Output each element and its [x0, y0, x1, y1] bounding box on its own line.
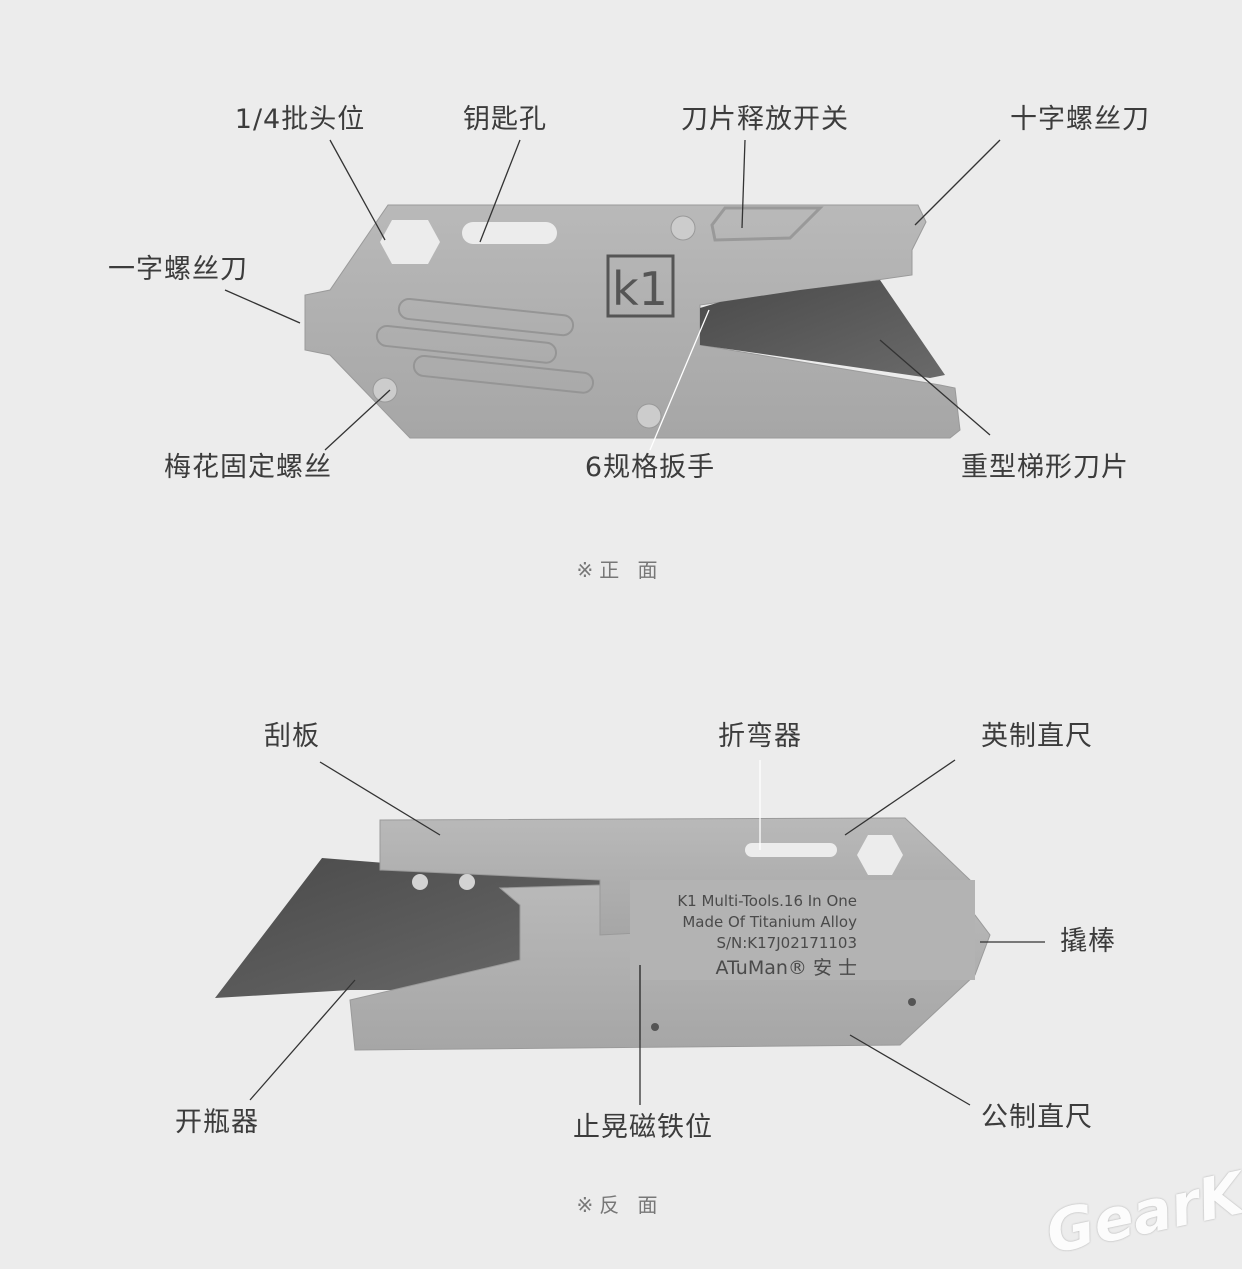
hex-bit-slot — [380, 220, 440, 264]
label-torx-screw: 梅花固定螺丝 — [164, 452, 332, 483]
label-metric-ruler: 公制直尺 — [981, 1102, 1093, 1133]
label-phillips: 十字螺丝刀 — [1010, 104, 1150, 135]
key-hole — [462, 222, 557, 244]
grip-grooves — [375, 297, 595, 394]
front-caption: ※正 面 — [576, 558, 664, 582]
torx-screw-icon — [636, 403, 662, 429]
back-blade — [215, 858, 600, 998]
engraving-serial: S/N:K17J02171103 — [716, 934, 857, 952]
inch-ruler-hex — [857, 835, 903, 875]
bender-slot — [745, 843, 837, 857]
label-inch-ruler: 英制直尺 — [981, 721, 1093, 752]
front-body — [304, 204, 961, 439]
hole — [412, 874, 428, 890]
label-bottle-opener: 开瓶器 — [175, 1107, 259, 1138]
front-blade — [700, 280, 945, 378]
label-pry-bar: 撬棒 — [1060, 926, 1116, 957]
front-tool: k1 — [304, 204, 961, 439]
label-key-hole: 钥匙孔 — [463, 104, 547, 135]
magnet-dot — [651, 1023, 659, 1031]
label-wrench: 6规格扳手 — [584, 452, 716, 483]
k1-logo-box — [606, 254, 675, 318]
label-magnet: 止晃磁铁位 — [573, 1112, 713, 1143]
back-caption: ※反 面 — [576, 1193, 664, 1217]
torx-screw-icon — [670, 215, 696, 241]
label-blade: 重型梯形刀片 — [961, 452, 1129, 483]
engraving-line2: Made Of Titanium Alloy — [682, 913, 857, 931]
label-flathead: 一字螺丝刀 — [108, 254, 248, 285]
label-blade-release: 刀片释放开关 — [681, 104, 849, 135]
torx-screw-icon — [372, 377, 398, 403]
hole — [459, 874, 475, 890]
blade-release-switch — [710, 206, 824, 242]
label-scraper: 刮板 — [264, 721, 320, 752]
back-tool — [215, 817, 991, 1051]
engraving-line1: K1 Multi-Tools.16 In One — [677, 892, 857, 910]
front-leader-lines — [224, 139, 1001, 451]
back-leader-lines — [249, 759, 1045, 1106]
back-plate — [630, 880, 975, 980]
label-bender: 折弯器 — [718, 721, 802, 752]
engraving-brand: ATuMan® 安 士 — [715, 957, 857, 979]
label-bit-slot: 1/4批头位 — [234, 104, 366, 135]
magnet-dot — [908, 998, 916, 1006]
k1-logo: k1 — [612, 262, 668, 316]
